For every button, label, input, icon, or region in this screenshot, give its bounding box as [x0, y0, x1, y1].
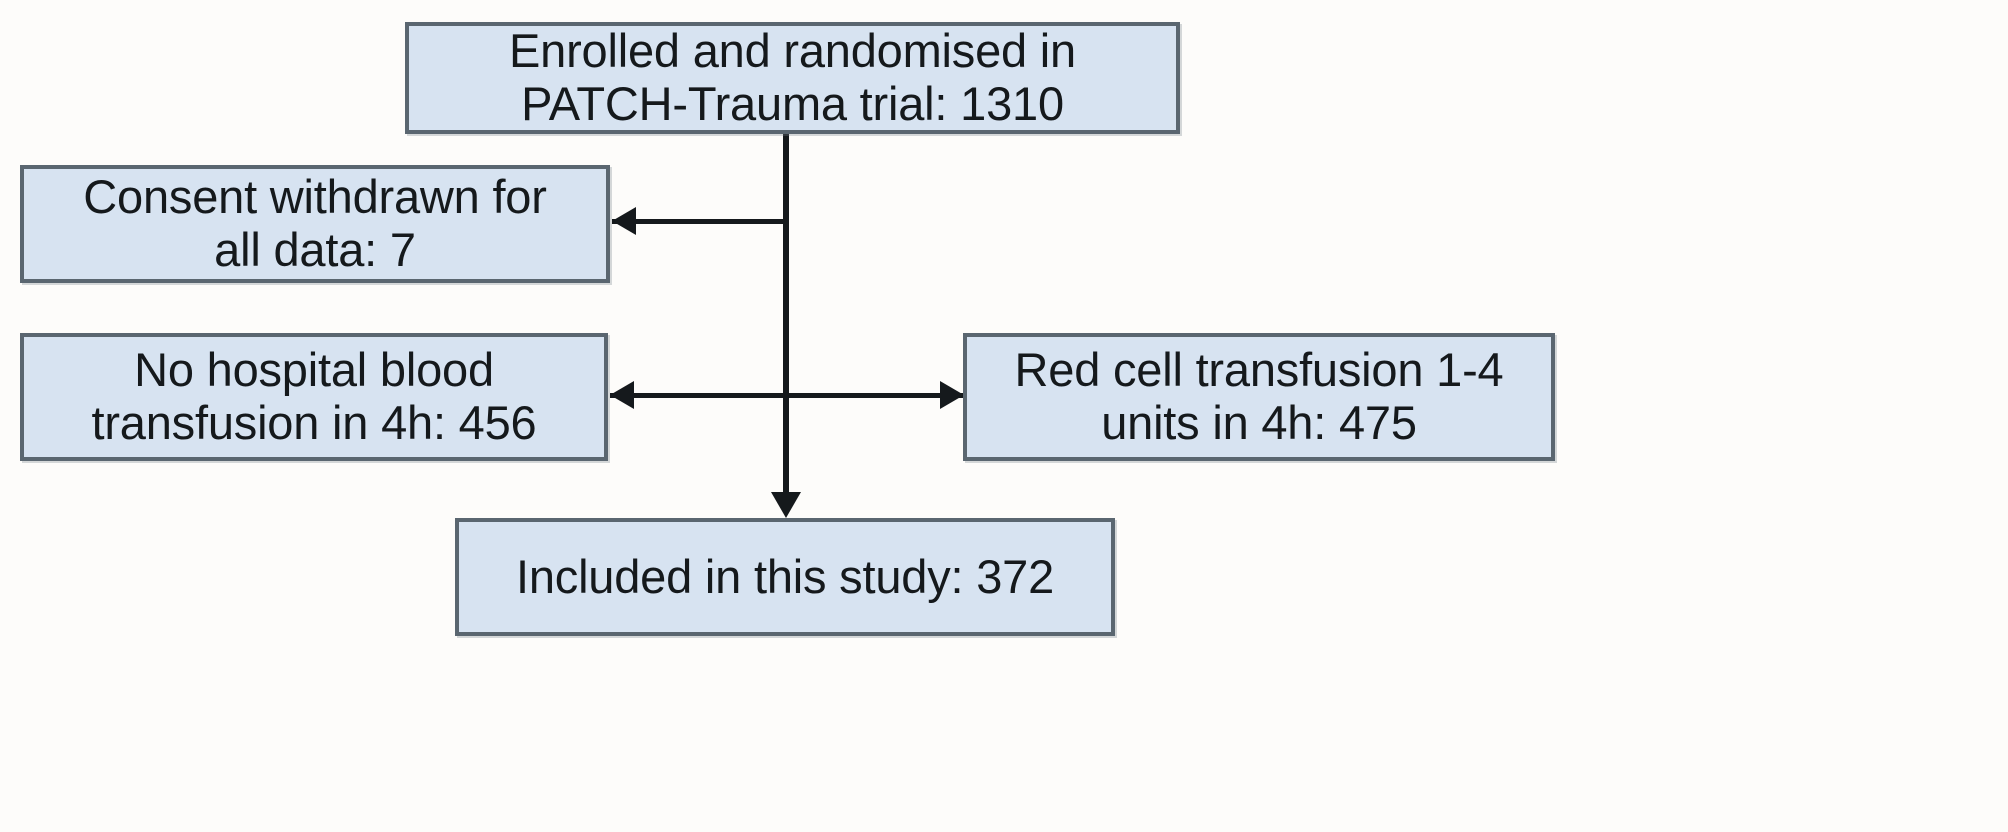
flow-node-consent-withdrawn-label: Consent withdrawn for all data: 7: [83, 170, 547, 276]
flow-node-enrolled-label: Enrolled and randomised in PATCH-Trauma …: [509, 24, 1076, 130]
connector-to-no-hospital-blood: [610, 393, 788, 398]
flow-node-consent-withdrawn: Consent withdrawn for all data: 7: [20, 165, 610, 283]
flow-node-red-cell-transfusion: Red cell transfusion 1-4 units in 4h: 47…: [963, 333, 1555, 461]
flow-node-red-cell-transfusion-label: Red cell transfusion 1-4 units in 4h: 47…: [1014, 343, 1504, 449]
flow-node-included: Included in this study: 372: [455, 518, 1115, 636]
connector-to-consent-withdrawn: [612, 219, 787, 224]
flow-node-included-label: Included in this study: 372: [515, 549, 1055, 603]
arrowhead-right-red-cell-transfusion-icon: [940, 381, 964, 409]
connector-trunk-vertical: [783, 134, 789, 508]
arrowhead-left-no-hospital-blood-icon: [610, 381, 634, 409]
connector-to-red-cell-transfusion: [786, 393, 964, 398]
flow-node-no-hospital-blood: No hospital blood transfusion in 4h: 456: [20, 333, 608, 461]
flow-node-no-hospital-blood-label: No hospital blood transfusion in 4h: 456: [91, 343, 537, 449]
flow-node-enrolled: Enrolled and randomised in PATCH-Trauma …: [405, 22, 1180, 134]
arrowhead-left-consent-withdrawn-icon: [612, 207, 636, 235]
arrowhead-down-included-icon: [771, 492, 801, 518]
